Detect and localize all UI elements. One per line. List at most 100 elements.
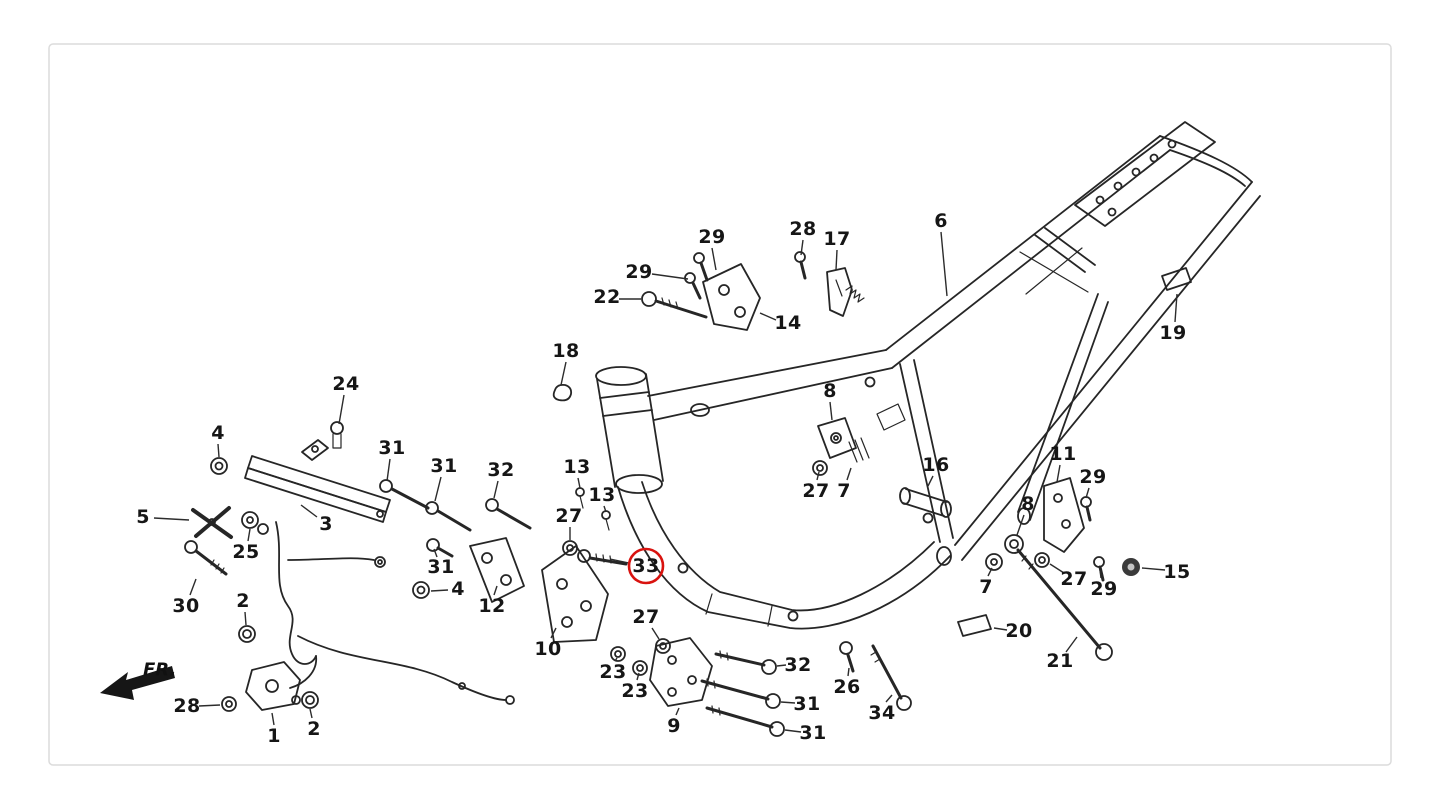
part-label-30[interactable]: 30 <box>172 595 199 617</box>
part-label-31[interactable]: 31 <box>430 455 457 477</box>
leader-line <box>1016 514 1025 536</box>
leader-line <box>198 704 221 707</box>
leader-line <box>927 475 934 487</box>
part-label-28[interactable]: 28 <box>173 695 200 717</box>
leader-line <box>987 567 993 577</box>
part-label-21[interactable]: 21 <box>1046 650 1073 672</box>
part-label-4[interactable]: 4 <box>451 578 465 600</box>
leader-line <box>603 505 607 513</box>
part-label-13[interactable]: 13 <box>588 484 615 506</box>
leader-line <box>577 477 581 489</box>
part-label-27[interactable]: 27 <box>1060 568 1087 590</box>
fr-label: FR. <box>143 660 176 681</box>
leader-line <box>609 558 630 564</box>
leader-line <box>244 611 247 626</box>
part-label-12[interactable]: 12 <box>478 595 505 617</box>
part-label-31[interactable]: 31 <box>378 437 405 459</box>
leader-line <box>1099 569 1102 579</box>
leader-line <box>835 249 838 271</box>
part-label-2[interactable]: 2 <box>307 718 321 740</box>
part-label-27[interactable]: 27 <box>632 606 659 628</box>
fr-arrow-icon <box>100 666 175 700</box>
fr-marker: FR. <box>100 660 176 700</box>
leader-line <box>651 627 660 640</box>
leader-line <box>885 694 893 703</box>
part-label-26[interactable]: 26 <box>833 676 860 698</box>
leader-line <box>993 627 1008 631</box>
leader-line <box>153 517 190 521</box>
part-label-29[interactable]: 29 <box>1079 466 1106 488</box>
part-label-2[interactable]: 2 <box>236 590 250 612</box>
highlight-layer <box>627 547 665 585</box>
leader-line <box>759 312 777 321</box>
part-label-11[interactable]: 11 <box>1049 443 1076 465</box>
part-label-15[interactable]: 15 <box>1163 561 1190 583</box>
leader-line <box>847 667 850 677</box>
part-label-33[interactable]: 33 <box>632 555 659 577</box>
part-label-6[interactable]: 6 <box>934 210 948 232</box>
part-label-8[interactable]: 8 <box>823 380 837 402</box>
leader-line <box>816 471 820 481</box>
part-label-22[interactable]: 22 <box>593 286 620 308</box>
part-label-31[interactable]: 31 <box>799 722 826 744</box>
frame-artwork <box>184 121 1261 737</box>
part-label-3[interactable]: 3 <box>319 513 333 535</box>
part-label-4[interactable]: 4 <box>211 422 225 444</box>
leader-line <box>434 476 442 502</box>
part-label-32[interactable]: 32 <box>784 654 811 676</box>
highlight-circle <box>627 547 665 585</box>
leader-line <box>829 401 833 421</box>
leader-line <box>846 467 852 481</box>
part-label-29[interactable]: 29 <box>698 226 725 248</box>
leader-line <box>780 701 796 704</box>
leader-line <box>636 672 640 681</box>
part-label-14[interactable]: 14 <box>774 312 801 334</box>
leader-line <box>430 589 449 592</box>
leader-line <box>309 708 313 719</box>
part-label-27[interactable]: 27 <box>802 480 829 502</box>
part-label-1[interactable]: 1 <box>267 725 281 747</box>
leader-line <box>1056 464 1061 483</box>
part-label-24[interactable]: 24 <box>332 373 359 395</box>
leader-line <box>338 394 345 425</box>
part-label-19[interactable]: 19 <box>1159 322 1186 344</box>
part-label-10[interactable]: 10 <box>534 638 561 660</box>
part-label-28[interactable]: 28 <box>789 218 816 240</box>
leader-line <box>800 239 804 256</box>
part-label-27[interactable]: 27 <box>555 505 582 527</box>
part-label-32[interactable]: 32 <box>487 459 514 481</box>
leader-line <box>247 528 251 542</box>
leader-line <box>189 578 197 596</box>
leader-line <box>493 585 498 596</box>
leader-line <box>711 247 717 271</box>
leader-line <box>217 443 220 458</box>
part-label-25[interactable]: 25 <box>232 541 259 563</box>
part-label-16[interactable]: 16 <box>922 454 949 476</box>
part-label-34[interactable]: 34 <box>868 702 895 724</box>
leader-line <box>386 458 391 482</box>
part-label-9[interactable]: 9 <box>667 715 681 737</box>
leader-line <box>433 548 438 558</box>
part-label-23[interactable]: 23 <box>621 680 648 702</box>
leader-lines-layer <box>153 231 1178 733</box>
leader-line <box>940 231 948 297</box>
leader-line <box>1085 487 1090 499</box>
part-label-7[interactable]: 7 <box>837 480 851 502</box>
part-label-29[interactable]: 29 <box>625 261 652 283</box>
part-label-7[interactable]: 7 <box>979 576 993 598</box>
leader-line <box>1049 563 1065 574</box>
part-label-13[interactable]: 13 <box>563 456 590 478</box>
part-label-5[interactable]: 5 <box>136 506 150 528</box>
part-label-23[interactable]: 23 <box>599 661 626 683</box>
part-label-8[interactable]: 8 <box>1021 493 1035 515</box>
part-label-20[interactable]: 20 <box>1005 620 1032 642</box>
part-label-31[interactable]: 31 <box>793 693 820 715</box>
leader-line <box>675 707 680 716</box>
leader-line <box>1174 293 1178 323</box>
part-label-31[interactable]: 31 <box>427 556 454 578</box>
part-label-29[interactable]: 29 <box>1090 578 1117 600</box>
part-label-18[interactable]: 18 <box>552 340 579 362</box>
part-label-17[interactable]: 17 <box>823 228 850 250</box>
